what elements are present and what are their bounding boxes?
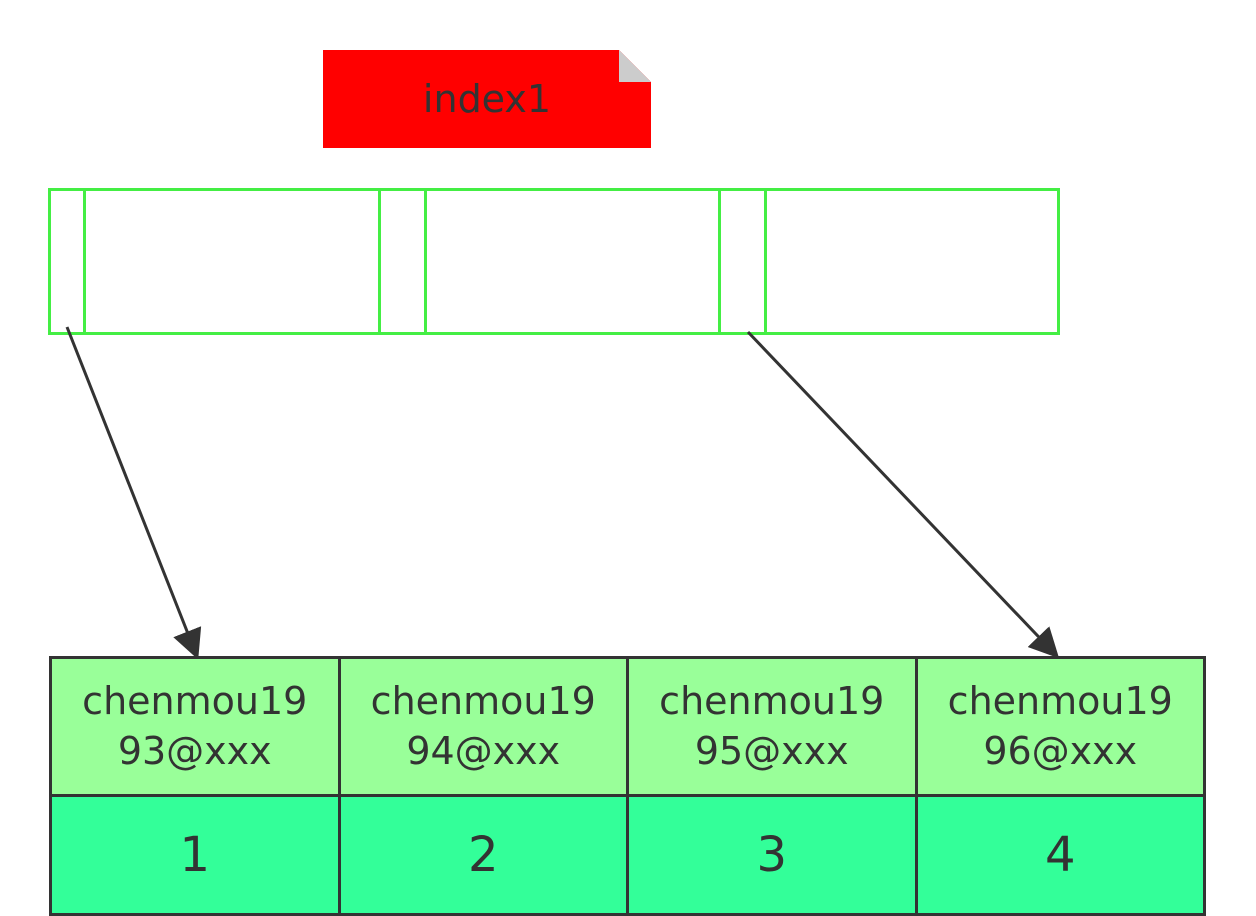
key-line: chenmou19 (82, 679, 308, 724)
id-cell: 4 (914, 794, 1206, 916)
key-cell: chenmou19 95@xxx (626, 656, 918, 797)
key-line: 95@xxx (694, 728, 849, 773)
id-cell: 2 (337, 794, 629, 916)
data-table: chenmou19 93@xxx chenmou19 94@xxx chenmo… (49, 656, 1206, 916)
index-node-divider (718, 191, 721, 332)
arrow-to-row-4 (746, 330, 1060, 659)
key-cell: chenmou19 93@xxx (49, 656, 341, 797)
index-node-divider (424, 191, 427, 332)
id-row: 1 2 3 4 (49, 794, 1206, 916)
index-node (48, 188, 1060, 335)
key-line: 93@xxx (117, 728, 272, 773)
key-line: chenmou19 (947, 679, 1173, 724)
key-cell: chenmou19 94@xxx (337, 656, 629, 797)
index-label-text: index1 (422, 77, 552, 121)
arrow-to-row-1 (65, 326, 202, 660)
key-line: 94@xxx (406, 728, 561, 773)
index-node-divider (764, 191, 767, 332)
index-node-divider (83, 191, 86, 332)
key-cell: chenmou19 96@xxx (914, 656, 1206, 797)
key-row: chenmou19 93@xxx chenmou19 94@xxx chenmo… (49, 656, 1206, 797)
key-line: 96@xxx (983, 728, 1138, 773)
note-shape (323, 50, 651, 148)
key-line: chenmou19 (659, 679, 885, 724)
index-label-note: index1 (323, 50, 651, 148)
key-line: chenmou19 (370, 679, 596, 724)
index-node-divider (378, 191, 381, 332)
id-cell: 3 (626, 794, 918, 916)
note-fold (619, 50, 651, 82)
note-body (323, 50, 651, 148)
id-cell: 1 (49, 794, 341, 916)
